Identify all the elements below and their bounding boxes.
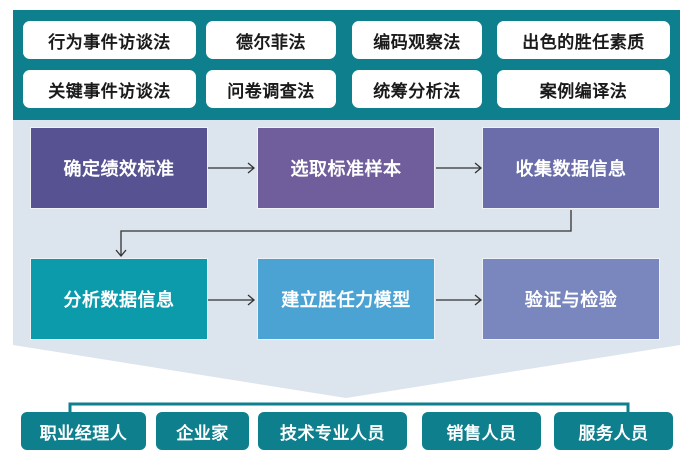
arrowhead-1 bbox=[247, 162, 256, 174]
role-sales: 销售人员 bbox=[422, 412, 541, 450]
step-validate: 验证与检验 bbox=[482, 258, 660, 340]
arrowhead-4 bbox=[247, 294, 256, 306]
step-select-criterion-sample: 选取标准样本 bbox=[257, 127, 435, 209]
method-behavioral-event-interview: 行为事件访谈法 bbox=[23, 21, 196, 59]
step-collect-data: 收集数据信息 bbox=[482, 127, 660, 209]
role-service: 服务人员 bbox=[554, 412, 673, 450]
step-build-competency-model: 建立胜任力模型 bbox=[257, 258, 435, 340]
method-questionnaire: 问卷调查法 bbox=[206, 70, 336, 108]
roles-bracket bbox=[68, 402, 630, 414]
role-professional-manager: 职业经理人 bbox=[21, 412, 146, 450]
method-critical-event-interview: 关键事件访谈法 bbox=[23, 70, 196, 108]
method-coded-observation: 编码观察法 bbox=[352, 21, 482, 59]
step-analyze-data: 分析数据信息 bbox=[30, 258, 208, 340]
method-excellent-competency: 出色的胜任素质 bbox=[497, 21, 670, 59]
methods-panel: 行为事件访谈法 德尔菲法 编码观察法 出色的胜任素质 关键事件访谈法 问卷调查法… bbox=[13, 10, 680, 120]
role-technical-professional: 技术专业人员 bbox=[258, 412, 407, 450]
arrowhead-3 bbox=[115, 249, 127, 258]
method-case-compilation: 案例编译法 bbox=[497, 70, 670, 108]
arrowhead-2 bbox=[474, 162, 483, 174]
role-entrepreneur: 企业家 bbox=[156, 412, 249, 450]
step-determine-performance-criteria: 确定绩效标准 bbox=[30, 127, 208, 209]
arrowhead-5 bbox=[474, 294, 483, 306]
method-coordinated-analysis: 统筹分析法 bbox=[352, 70, 482, 108]
arrow-step3-step4 bbox=[120, 210, 572, 256]
method-delphi: 德尔菲法 bbox=[206, 21, 336, 59]
